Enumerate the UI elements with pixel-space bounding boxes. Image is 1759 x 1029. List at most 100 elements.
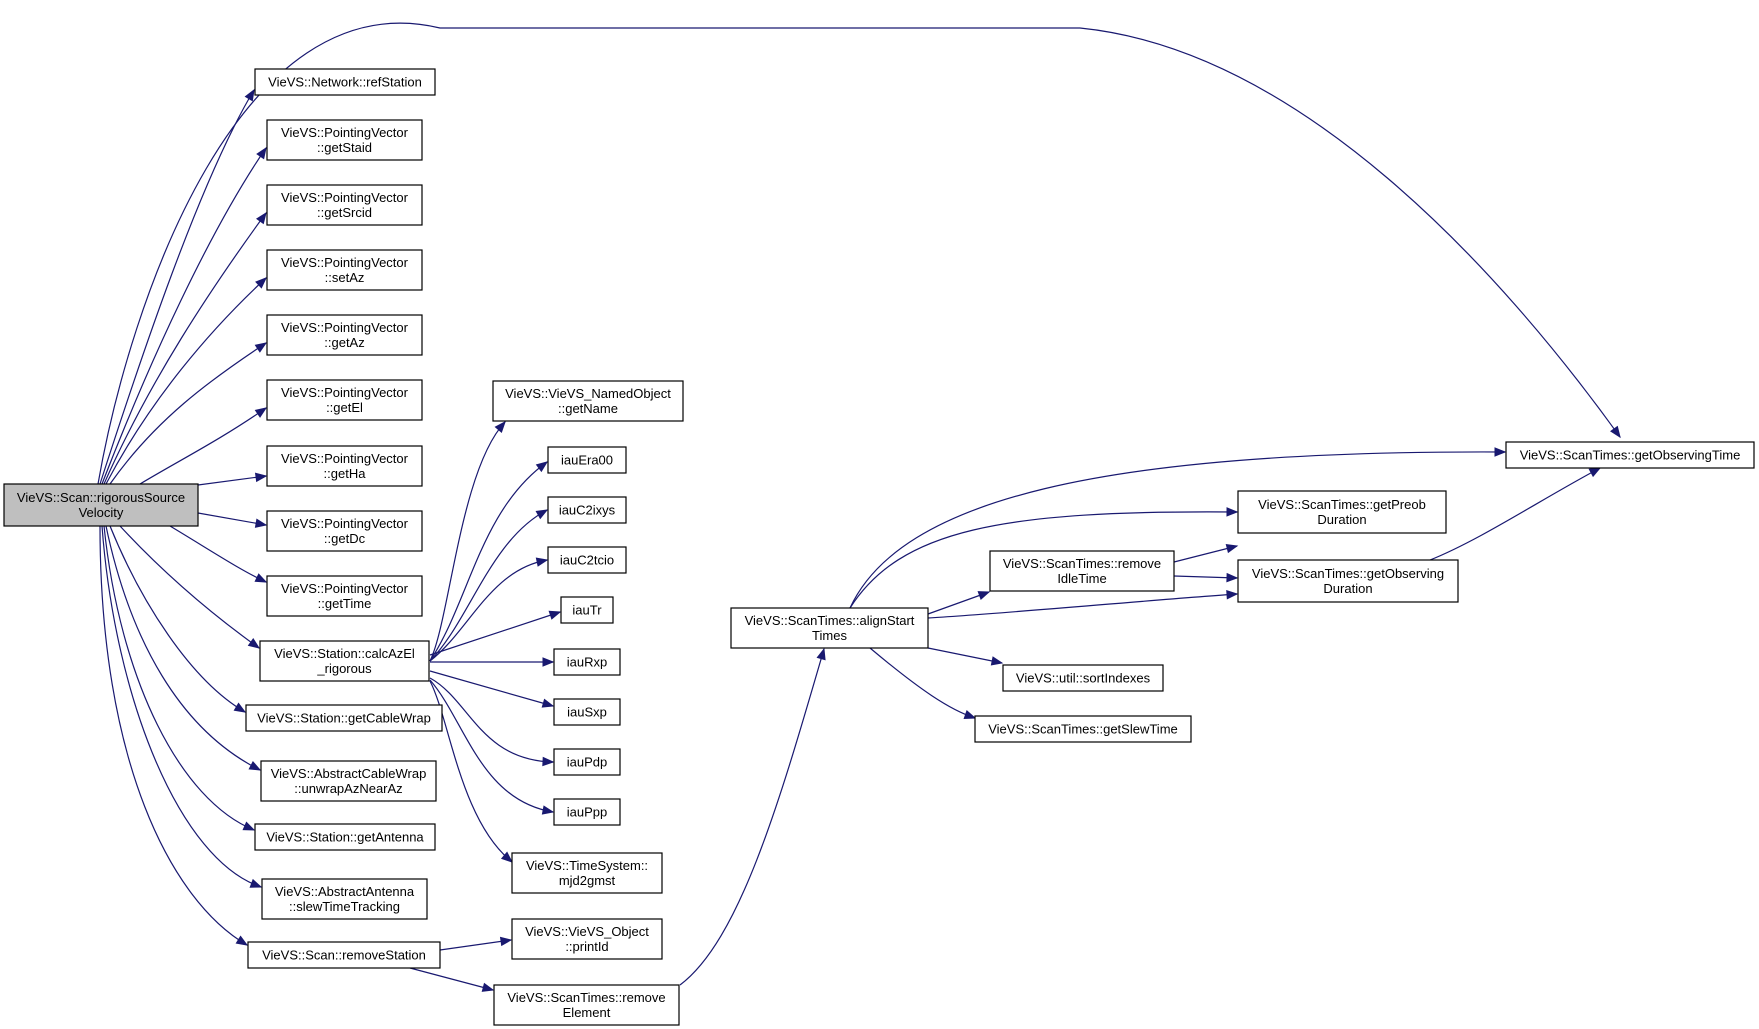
call-edge-line [103,212,267,485]
arrowhead-icon [963,710,977,719]
node-label: ::getEl [326,400,363,415]
node-station-getcablewrap[interactable]: VieVS::Station::getCableWrap [245,704,443,732]
arrowhead-icon [541,805,555,815]
arrowhead-icon [254,518,268,528]
call-edge-st-alignstart [679,647,826,986]
call-edge-pv-getdc [197,512,268,528]
node-iauc2ixys[interactable]: iauC2ixys [547,496,627,524]
node-label: ::getTime [318,596,372,611]
call-edge-line [109,342,267,485]
call-edge-pv-getstaid [101,146,267,485]
call-edge-util-sortindexes [927,647,1004,666]
call-edge-st-getobstime [1429,467,1602,561]
call-edge-line [429,677,554,763]
node-pv-getsrcid[interactable]: VieVS::PointingVector::getSrcid [266,184,423,226]
node-label: VieVS::Network::refStation [268,75,422,90]
call-edge-line [439,939,512,951]
node-box [260,760,437,802]
node-label: VieVS::ScanTimes::remove [1003,556,1161,571]
call-edge-line [101,147,267,485]
node-box [266,119,423,161]
node-label: VieVS::Scan::rigorousSource [17,490,185,505]
node-vno-getname[interactable]: VieVS::VieVS_NamedObject::getName [492,380,684,422]
node-iauera00[interactable]: iauEra00 [547,446,627,474]
arrowhead-icon [535,509,549,520]
node-label: VieVS::Station::getAntenna [266,830,424,845]
node-box [266,445,423,487]
node-box [547,446,627,474]
call-edge-pv-getaz [109,342,268,485]
arrowhead-icon [1226,507,1239,517]
node-label: VieVS::ScanTimes::getPreob [1258,497,1426,512]
arrowhead-icon [535,461,549,473]
node-iautr[interactable]: iauTr [560,596,614,624]
node-box [553,748,621,776]
node-label: ::getSrcid [317,205,372,220]
node-label: ::getStaid [317,140,372,155]
call-edge-iaupdp [429,677,555,767]
node-box [266,249,423,291]
node-iauppp[interactable]: iauPpp [553,798,621,826]
call-edge-station-getantenna [103,525,256,831]
node-box [547,546,627,574]
node-label: iauC2ixys [559,503,616,518]
node-label: ::printId [565,939,608,954]
arrowhead-icon [535,557,549,567]
node-box [1002,664,1164,692]
node-iaupdp[interactable]: iauPdp [553,748,621,776]
node-label: iauRxp [567,655,607,670]
arrowhead-icon [254,342,268,353]
node-pv-getel[interactable]: VieVS::PointingVector::getEl [266,379,423,421]
node-pv-getha[interactable]: VieVS::PointingVector::getHa [266,445,423,487]
call-edge-pv-getel [139,407,268,485]
node-pv-gettime[interactable]: VieVS::PointingVector::getTime [266,575,423,617]
call-edge-line [429,679,554,813]
call-edge-line [1429,467,1601,561]
arrowhead-icon [248,760,262,771]
node-pv-getstaid[interactable]: VieVS::PointingVector::getStaid [266,119,423,161]
node-st-getslewtime[interactable]: VieVS::ScanTimes::getSlewTime [974,715,1192,743]
call-edge-vo-printid [439,936,513,951]
node-pv-setaz[interactable]: VieVS::PointingVector::setAz [266,249,423,291]
node-label: Element [563,1005,611,1020]
call-edge-line [429,421,506,662]
node-label: VieVS::ScanTimes::remove [507,990,665,1005]
node-util-sortindexes[interactable]: VieVS::util::sortIndexes [1002,664,1164,692]
node-box [245,704,443,732]
node-box [266,575,423,617]
node-box [266,510,423,552]
node-network-refstation[interactable]: VieVS::Network::refStation [254,68,436,96]
node-box [553,698,621,726]
node-iauc2tcio[interactable]: iauC2tcio [547,546,627,574]
node-pv-getdc[interactable]: VieVS::PointingVector::getDc [266,510,423,552]
call-edge-line [429,611,561,656]
call-edge-line [849,511,1238,609]
node-iaurxp[interactable]: iauRxp [553,648,621,676]
node-box [261,878,428,920]
arrowhead-icon [244,88,255,102]
arrowhead-icon [548,610,562,620]
node-st-getobstime[interactable]: VieVS::ScanTimes::getObservingTime [1505,441,1755,469]
node-aa-slewtime[interactable]: VieVS::AbstractAntenna::slewTimeTracking [261,878,428,920]
node-vo-printid[interactable]: VieVS::VieVS_Object::printId [511,918,663,960]
node-pv-getaz[interactable]: VieVS::PointingVector::getAz [266,314,423,356]
call-edge-line [97,22,1621,485]
node-ts-mjd2gmst[interactable]: VieVS::TimeSystem::mjd2gmst [511,852,663,894]
node-station-getantenna[interactable]: VieVS::Station::getAntenna [254,823,436,851]
node-label: VieVS::PointingVector [281,255,409,270]
node-label: VieVS::PointingVector [281,451,409,466]
node-label: iauC2tcio [560,553,614,568]
node-station-calcazel[interactable]: VieVS::Station::calcAzEl_rigorous [259,640,430,682]
call-edge-line [679,648,825,986]
arrowhead-icon [542,657,555,667]
node-iausxp[interactable]: iauSxp [553,698,621,726]
node-acw-unwrap[interactable]: VieVS::AbstractCableWrap::unwrapAzNearAz [260,760,437,802]
node-scan-removestation[interactable]: VieVS::Scan::removeStation [247,941,441,969]
